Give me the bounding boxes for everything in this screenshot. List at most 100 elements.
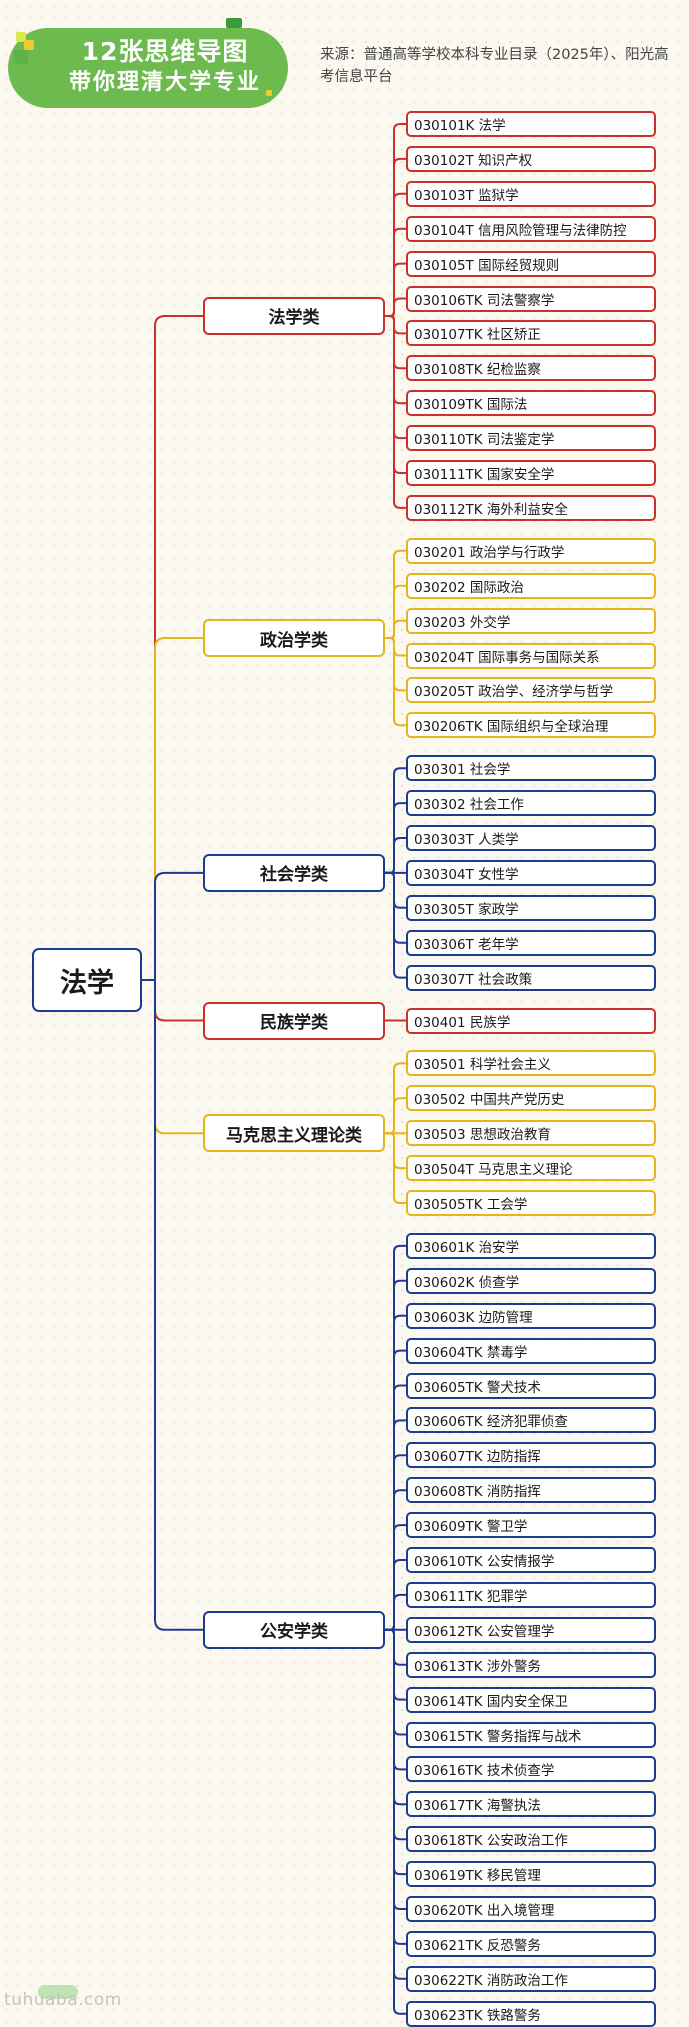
- connector-category-to-major: [385, 297, 406, 317]
- connector-category-to-major: [385, 1628, 406, 1806]
- connector-category-to-major: [385, 1628, 406, 1666]
- major-node: 030202 国际政治: [406, 572, 656, 599]
- connector-category-to-major: [385, 1593, 406, 1631]
- connector-category-to-major: [385, 1628, 406, 1736]
- major-node: 030304T 女性学: [406, 859, 656, 886]
- connector-category-to-major: [385, 637, 406, 657]
- category-node: 社会学类: [203, 853, 385, 892]
- major-node: 030203 外交学: [406, 607, 656, 634]
- major-node: 030111TK 国家安全学: [406, 460, 656, 486]
- major-node: 030103T 监狱学: [406, 180, 656, 207]
- major-node: 030606TK 经济犯罪侦查: [406, 1407, 656, 1434]
- source-note: 来源：普通高等学校本科专业目录（2025年）、阳光高考信息平台: [320, 47, 669, 85]
- major-node: 030618TK 公安政治工作: [406, 1826, 656, 1853]
- major-node: 030614TK 国内安全保卫: [406, 1686, 656, 1713]
- connector-category-to-major: [385, 1244, 406, 1631]
- major-node: 030101K 法学: [406, 111, 656, 137]
- connector-category-to-major: [385, 314, 406, 335]
- connector-category-to-major: [385, 871, 406, 979]
- root-node: 法学: [32, 948, 142, 1012]
- major-node: 030609TK 警卫学: [406, 1512, 656, 1539]
- connector-root-to-category: [142, 979, 203, 1022]
- watermark: tuhuaba.com: [4, 1990, 122, 2010]
- major-node: 030305T 家政学: [406, 894, 656, 921]
- major-node: 030102T 知识产权: [406, 145, 656, 172]
- connector-category-to-major: [385, 262, 406, 317]
- major-node: 030601K 治安学: [406, 1232, 656, 1259]
- major-node: 030604TK 禁毒学: [406, 1337, 656, 1364]
- major-node: 030105T 国际经贸规则: [406, 250, 656, 277]
- connector-category-to-major: [385, 871, 406, 909]
- major-node: 030621TK 反恐警务: [406, 1930, 656, 1957]
- major-node: 030107TK 社区矫正: [406, 320, 656, 347]
- connector-category-to-major: [385, 1628, 406, 2015]
- major-node: 030623TK 铁路警务: [406, 2000, 656, 2027]
- title-badge: 12张思维导图 带你理清大学专业: [8, 28, 288, 108]
- decor-square-small: [266, 90, 272, 96]
- connector-category-to-major: [385, 314, 406, 509]
- decor-square-green: [14, 50, 28, 64]
- decor-square-lime: [16, 32, 26, 42]
- connector-category-to-major: [385, 637, 406, 727]
- major-node: 030205T 政治学、经济学与哲学: [406, 677, 656, 704]
- connector-category-to-major: [385, 549, 406, 640]
- major-node: 030602K 侦查学: [406, 1267, 656, 1294]
- connector-category-to-major: [385, 1097, 406, 1135]
- decor-square-yellow: [24, 40, 34, 50]
- major-node: 030104T 信用风险管理与法律防控: [406, 215, 656, 242]
- watermark-logo: [38, 1985, 78, 1999]
- connector-category-to-major: [385, 767, 406, 874]
- connector-category-to-major: [385, 314, 406, 474]
- connector-root-to-category: [142, 979, 203, 1135]
- major-node: 030613TK 涉外警务: [406, 1651, 656, 1678]
- major-node: 030619TK 移民管理: [406, 1861, 656, 1888]
- major-node: 030307T 社会政策: [406, 964, 656, 991]
- connector-category-to-major: [385, 227, 406, 317]
- major-node: 030620TK 出入境管理: [406, 1896, 656, 1922]
- major-node: 030502 中国共产党历史: [406, 1085, 656, 1112]
- major-node: 030201 政治学与行政学: [406, 537, 656, 564]
- major-node: 030303T 人类学: [406, 825, 656, 851]
- category-node: 马克思主义理论类: [203, 1114, 385, 1153]
- major-node: 030109TK 国际法: [406, 390, 656, 417]
- major-node: 030616TK 技术侦查学: [406, 1756, 656, 1783]
- major-node: 030106TK 司法警察学: [406, 285, 656, 312]
- connector-category-to-major: [385, 584, 406, 640]
- major-node: 030615TK 警务指挥与战术: [406, 1721, 656, 1748]
- connector-category-to-major: [385, 314, 406, 370]
- category-node: 民族学类: [203, 1001, 385, 1040]
- major-node: 030301 社会学: [406, 755, 656, 782]
- major-node: 030504T 马克思主义理论: [406, 1155, 656, 1182]
- major-node: 030306T 老年学: [406, 929, 656, 956]
- connector-category-to-major: [385, 619, 406, 640]
- major-node: 030108TK 纪检监察: [406, 355, 656, 382]
- connector-category-to-major: [385, 1628, 406, 1945]
- connector-root-to-category: [142, 871, 203, 981]
- category-node: 法学类: [203, 296, 385, 335]
- major-node: 030617TK 海警执法: [406, 1791, 656, 1818]
- connector-category-to-major: [385, 837, 406, 874]
- badge-title-line1: 12张思维导图: [81, 37, 249, 66]
- connector-category-to-major: [385, 1524, 406, 1631]
- major-node: 030501 科学社会主义: [406, 1050, 656, 1077]
- major-node: 030302 社会工作: [406, 790, 656, 817]
- major-node: 030503 思想政治教育: [406, 1120, 656, 1147]
- connector-category-to-major: [385, 1454, 406, 1631]
- connector-root-to-category: [142, 979, 203, 1631]
- major-node: 030622TK 消防政治工作: [406, 1965, 656, 1992]
- connector-category-to-major: [385, 1132, 406, 1204]
- major-node: 030612TK 公安管理学: [406, 1616, 656, 1643]
- major-node: 030605TK 警犬技术: [406, 1372, 656, 1399]
- connector-category-to-major: [385, 1314, 406, 1631]
- badge-title-line2: 带你理清大学专业: [68, 70, 261, 95]
- major-node: 030603K 边防管理: [406, 1302, 656, 1329]
- connector-category-to-major: [385, 157, 406, 317]
- major-node: 030608TK 消防指挥: [406, 1477, 656, 1504]
- major-node: 030401 民族学: [406, 1007, 656, 1034]
- connector-category-to-major: [385, 637, 406, 692]
- category-node: 政治学类: [203, 619, 385, 658]
- major-node: 030112TK 海外利益安全: [406, 494, 656, 521]
- major-node: 030206TK 国际组织与全球治理: [406, 712, 656, 739]
- major-node: 030505TK 工会学: [406, 1190, 656, 1216]
